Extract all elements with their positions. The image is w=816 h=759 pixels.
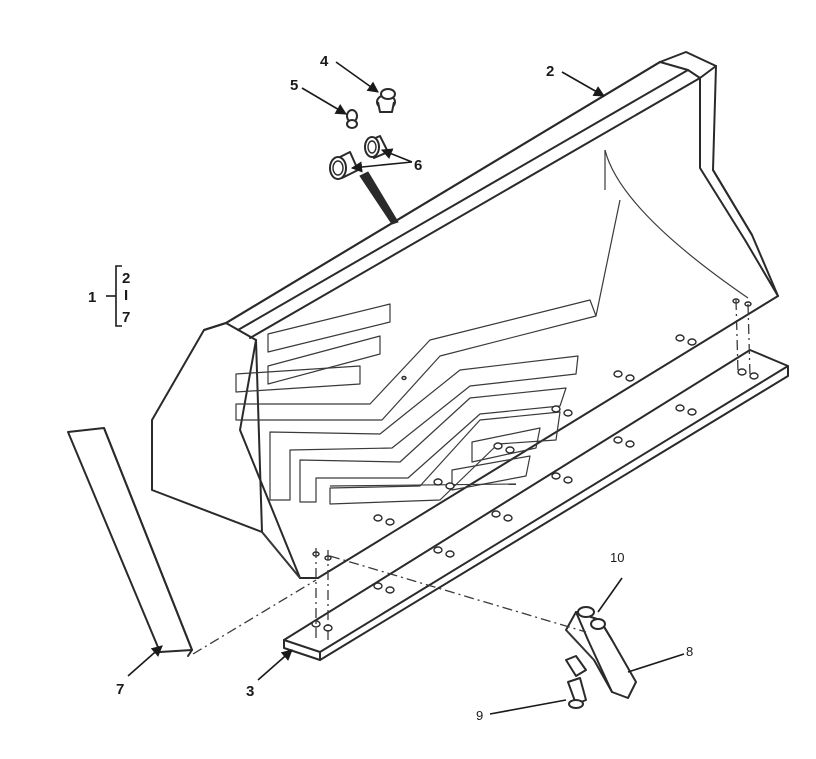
side-cutter-part-7: [67, 427, 193, 657]
callout-10: 10: [610, 550, 624, 565]
callout-2: 2: [546, 63, 554, 80]
bracket-top-label: 2: [122, 270, 130, 287]
cutting-edge-bolt-holes: [311, 368, 759, 632]
bracket-bottom-label: 7: [122, 309, 130, 326]
bolt-part-10: [577, 606, 606, 630]
bucket-bolt-holes: [312, 298, 752, 561]
callout-6: 6: [414, 157, 422, 174]
callout-1: 1: [88, 289, 96, 306]
callout-labels: 1 2 I 7 2 3 4 5 6 7 8 9 10: [88, 53, 693, 723]
bushing-part-6-upper: [364, 135, 389, 159]
fitting-part-5: [346, 109, 358, 129]
callout-8: 8: [686, 644, 693, 659]
callout-leaders: [127, 61, 685, 715]
bucket-body: [151, 51, 779, 579]
assembly-centerlines: [192, 299, 751, 655]
cutting-edge-part-3: [283, 349, 789, 661]
pivot-fittings: [329, 88, 399, 225]
bushing-part-6-lower: [329, 151, 359, 180]
tooth-assembly: [565, 606, 637, 709]
bracket-dash-label: I: [124, 287, 128, 304]
bolt-part-9: [565, 655, 587, 709]
callout-3: 3: [246, 683, 254, 700]
assembly-bracket: [106, 265, 122, 327]
callout-4: 4: [320, 53, 329, 70]
callout-7: 7: [116, 681, 124, 698]
grease-fitting-part-4: [376, 88, 396, 113]
callout-9: 9: [476, 708, 483, 723]
callout-5: 5: [290, 77, 298, 94]
